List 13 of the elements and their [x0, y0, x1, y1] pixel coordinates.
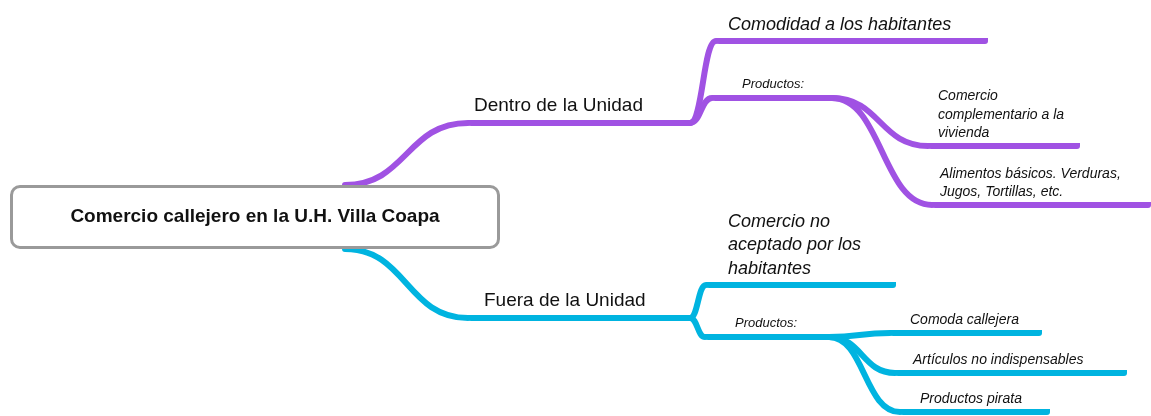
topic-text: Alimentos básicos. Verduras, Jugos, Tortillas, etc.	[940, 163, 1122, 201]
topic-text: Comercio no aceptado por los habitantes	[728, 209, 863, 280]
central-topic-box	[10, 185, 500, 249]
topic-text: Artículos no indispensables	[913, 349, 1085, 369]
topic-text: Dentro de la Unidad	[474, 93, 644, 118]
topic-text: Comercio complementario a la vivienda	[938, 86, 1066, 142]
topic-text: Productos:	[735, 315, 799, 333]
topic-text: Productos pirata	[920, 388, 1023, 408]
topic-text: Productos:	[742, 76, 806, 94]
topic-text: Fuera de la Unidad	[484, 288, 647, 313]
topic-text: Comodidad a los habitantes	[728, 12, 953, 36]
central-topic-text: Comercio callejero en la U.H. Villa Coapa	[70, 203, 440, 228]
topic-text: Comoda callejera	[910, 309, 1020, 329]
